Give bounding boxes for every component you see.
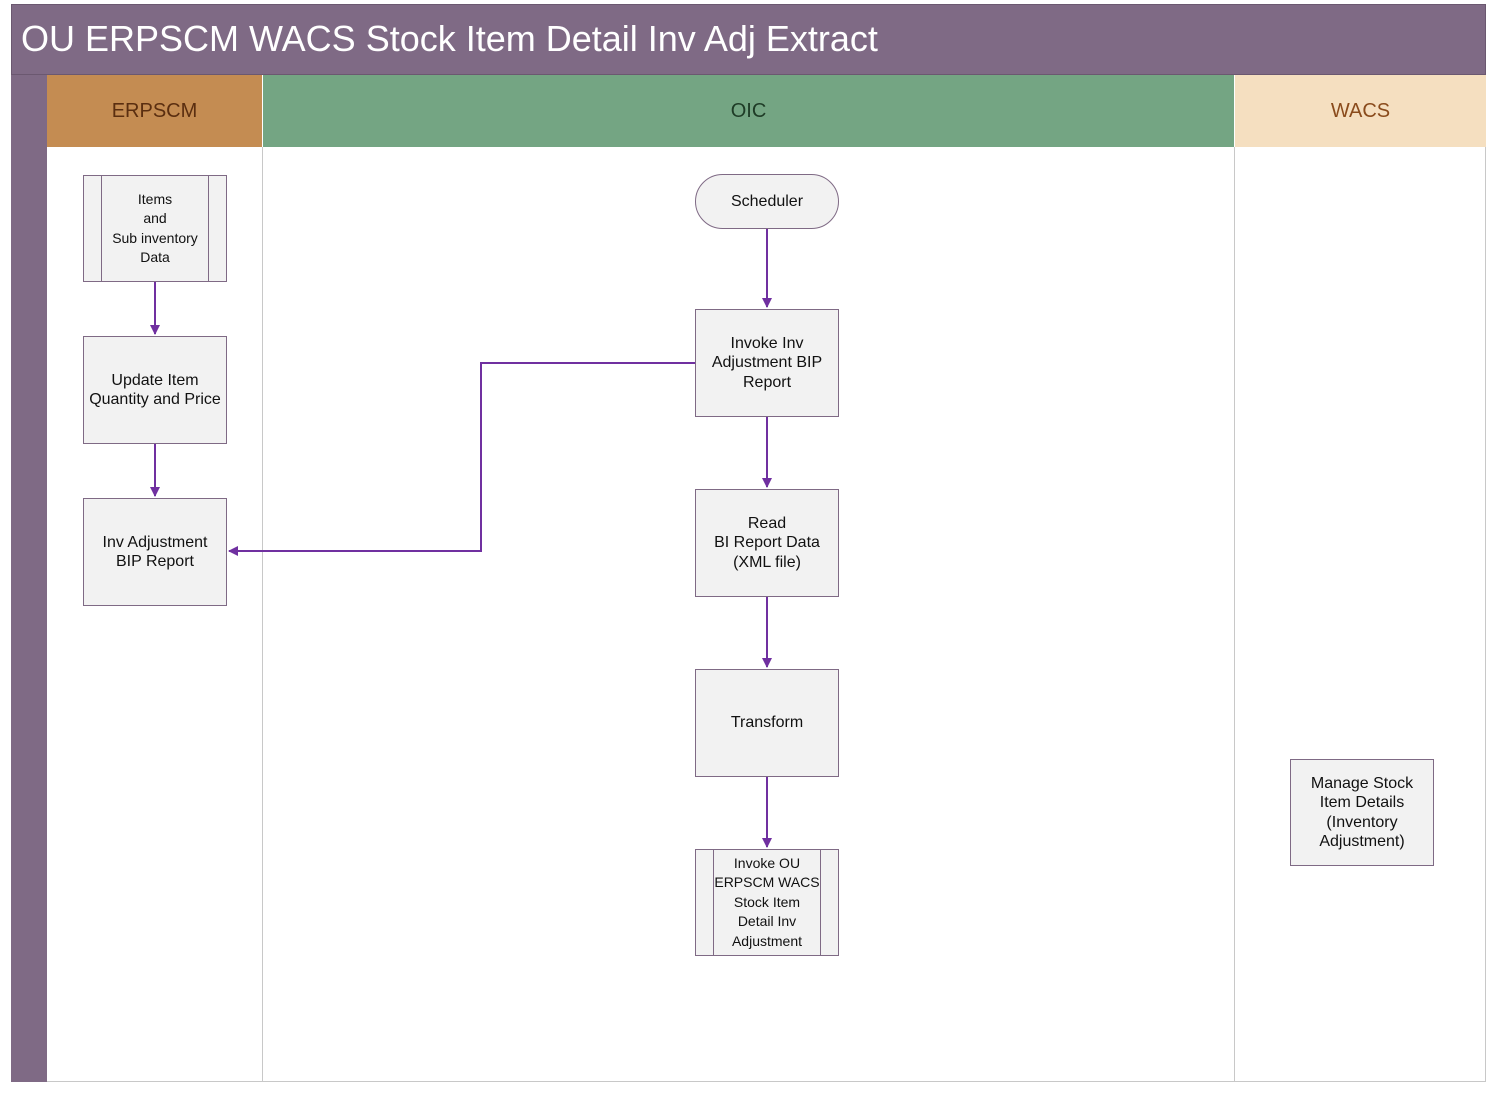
pool-side-bar (11, 75, 47, 1082)
node-items-data-label: Items and Sub inventory Data (112, 190, 198, 266)
node-read-bi-report: Read BI Report Data (XML file) (695, 489, 839, 597)
lane-header-erpscm: ERPSCM (47, 75, 263, 147)
node-invoke-inv-adjustment-label: Invoke Inv Adjustment BIP Report (711, 334, 823, 391)
lane-erpscm (47, 147, 263, 1082)
lane-label-wacs: WACS (1330, 99, 1391, 122)
lane-label-oic: OIC (730, 99, 767, 122)
diagram-title: OU ERPSCM WACS Stock Item Detail Inv Adj… (21, 18, 878, 59)
lane-wacs (1235, 147, 1486, 1082)
title-bar: OU ERPSCM WACS Stock Item Detail Inv Adj… (11, 4, 1486, 75)
node-scheduler: Scheduler (695, 174, 839, 229)
node-inv-adjustment-report-label: Inv Adjustment BIP Report (102, 533, 208, 571)
node-update-item-label: Update Item Quantity and Price (89, 371, 221, 409)
node-manage-stock-item: Manage Stock Item Details (Inventory Adj… (1290, 759, 1434, 866)
node-manage-stock-item-label: Manage Stock Item Details (Inventory Adj… (1310, 774, 1414, 851)
node-invoke-inv-adjustment: Invoke Inv Adjustment BIP Report (695, 309, 839, 417)
node-transform-label: Transform (730, 714, 804, 732)
node-inv-adjustment-report: Inv Adjustment BIP Report (83, 498, 227, 606)
node-items-data: Items and Sub inventory Data (83, 175, 227, 282)
node-read-bi-report-label: Read BI Report Data (XML file) (714, 514, 820, 571)
node-invoke-ou-erpscm-label: Invoke OU ERPSCM WACS Stock Item Detail … (714, 854, 820, 949)
node-scheduler-label: Scheduler (730, 192, 804, 210)
node-update-item: Update Item Quantity and Price (83, 336, 227, 444)
lane-label-erpscm: ERPSCM (111, 99, 198, 122)
node-invoke-ou-erpscm: Invoke OU ERPSCM WACS Stock Item Detail … (695, 849, 839, 956)
node-transform: Transform (695, 669, 839, 777)
lane-header-oic: OIC (263, 75, 1235, 147)
lane-header-wacs: WACS (1235, 75, 1486, 147)
